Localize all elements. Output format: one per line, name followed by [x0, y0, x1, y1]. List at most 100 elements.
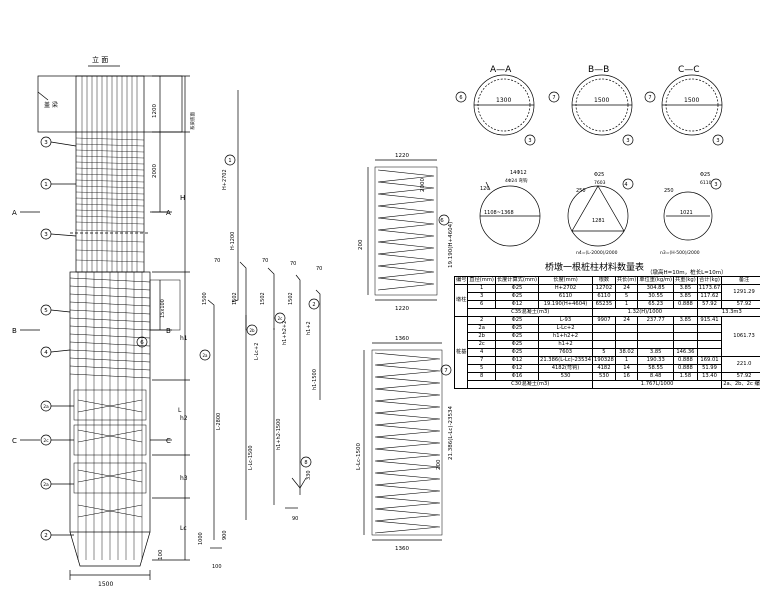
callout-label: 5: [44, 308, 48, 314]
table-row: 墩柱 1 Φ25 H+2702 12702 24 304.85 3.85 117…: [453, 284, 760, 317]
table-cell: 190328: [592, 356, 616, 365]
table-cell: 57.92: [721, 300, 760, 309]
ring-detail-3: [622, 178, 722, 241]
header-cell: 备注: [721, 276, 760, 285]
table-cell: 169.01: [696, 356, 723, 365]
table-cell: 4: [467, 348, 496, 357]
table-row: 5 Φ12 4182(弯钩) 4182 14 58.55 0.888 51.99: [455, 364, 760, 373]
bar-h11500: h1-1500: [312, 369, 318, 390]
section-dim: 1500: [594, 97, 609, 104]
header-cell: 直径(mm): [467, 276, 496, 285]
ring-detail-4: [567, 185, 629, 247]
table-cell: 57.92: [696, 300, 723, 309]
header-cell: 合计(kg): [696, 276, 723, 285]
table-cell: 0.888: [673, 364, 698, 373]
bar-shapes: [199, 90, 321, 549]
spiral-top-width-bottom: 1220: [395, 306, 409, 312]
dim-1502: 1502: [232, 292, 238, 305]
table-cell: 5: [614, 292, 639, 301]
callout-label: 2c: [43, 438, 49, 444]
header-cell: 编号: [453, 276, 469, 285]
group-cell: 墩柱: [453, 284, 469, 317]
table-row: 6 Φ12 19.190(H+4604) 65235 1 65.23 0.888…: [455, 300, 760, 309]
table-cell: 2b: [467, 332, 496, 341]
table-cell: [592, 332, 616, 341]
table-cell: 58.55: [637, 364, 675, 373]
dim-1502: 1502: [288, 292, 294, 305]
bar-llc1500: L-Lc-1500: [248, 445, 254, 470]
ring1-dim2: 1108~1368: [484, 210, 514, 216]
total-cell: 221.0: [721, 356, 760, 373]
spiral-bottom: [363, 342, 452, 541]
dim-70: 70: [316, 266, 322, 272]
dim-2000: 2000: [152, 164, 158, 178]
callout-label: 6: [140, 340, 144, 346]
cap-beam: [37, 75, 183, 133]
table-cell: 19.190(H+4604): [538, 300, 594, 309]
table-cell: 24: [614, 284, 639, 293]
conc-label: C30混凝土(m3): [467, 380, 594, 389]
callout-label: 3: [44, 232, 48, 238]
ring1-label: 14Φ12: [510, 170, 527, 176]
level-L: L: [178, 407, 182, 414]
table-cell: [614, 340, 639, 349]
header-cell: 共重(kg): [673, 276, 698, 285]
table-row: 桩基 2 Φ25 L-93 9907 24 237.77 3.85 915.41…: [453, 316, 760, 389]
table-cell: 915.41: [696, 316, 723, 325]
table-cell: 190.33: [637, 356, 675, 365]
material-table-note: （墩高H=10m，桩长L=10m）: [647, 270, 727, 276]
table-cell: 24: [614, 316, 639, 325]
spiral-bot-width: 1360: [395, 336, 409, 342]
table-cell: [614, 332, 639, 341]
bar-1: [231, 90, 239, 303]
table-row: 2a Φ25 L-Lc+2: [455, 324, 760, 333]
callout-label: 2: [312, 302, 315, 308]
table-cell: 8.48: [637, 372, 675, 381]
bar-l2800: L-2800: [216, 413, 222, 430]
table-cell: 4182(弯钩): [538, 364, 594, 373]
table-row: C35混凝土(m3) 1.32(H)/1000 13.3m3: [455, 308, 760, 317]
dim-bottom-100: 100: [158, 549, 164, 560]
table-cell: 12702: [592, 284, 616, 293]
elevation-title: 立 面: [92, 55, 108, 64]
table-cell: Φ25: [494, 284, 540, 293]
dim-1200: 1200: [152, 104, 158, 118]
table-cell: 7: [467, 356, 496, 365]
spiral-bot-label: 21.386(L-Lc)-23534: [448, 405, 454, 460]
table-cell: 6: [467, 300, 496, 309]
table-cell: 3.85: [673, 316, 698, 325]
table-cell: [592, 340, 616, 349]
section-dim: 1300: [496, 97, 511, 104]
table-cell: 1: [467, 284, 496, 293]
ring3-note: n3=(H-500)/2000: [660, 250, 700, 256]
bar-h12: h1+2: [306, 321, 312, 335]
callout-label: 2a: [203, 353, 209, 358]
table-cell: [696, 348, 723, 357]
section-mark: B: [166, 327, 171, 335]
table-cell: H+2702: [538, 284, 594, 293]
section-dim: 1500: [684, 97, 699, 104]
callout-label: 7: [444, 368, 448, 374]
table-cell: 6110: [538, 292, 594, 301]
table-cell: Φ25: [494, 316, 540, 325]
table-cell: 38.02: [614, 348, 639, 357]
table-row: 2c Φ25 h1+2: [455, 340, 760, 349]
ring2-sub: 7603: [594, 180, 606, 186]
table-cell: 14: [614, 364, 639, 373]
header-cell: 根数: [592, 276, 616, 285]
table-cell: 304.85: [637, 284, 675, 293]
conc-sum: 13.3m3: [696, 308, 760, 317]
callout-label: 6: [440, 218, 444, 224]
bar-8: [291, 477, 307, 489]
group-cell: 桩基: [453, 316, 469, 389]
table-cell: L-Lc+2: [538, 324, 594, 333]
section-C: [644, 74, 724, 146]
elevation-view: [20, 65, 190, 580]
table-cell: 5: [467, 364, 496, 373]
bar-h1200: H-1200: [230, 232, 236, 250]
section-mark: B: [12, 327, 17, 335]
table-cell: Φ12: [494, 300, 540, 309]
table-cell: [673, 324, 698, 333]
spiral-top-label: 19.190(H+4604): [448, 222, 454, 268]
